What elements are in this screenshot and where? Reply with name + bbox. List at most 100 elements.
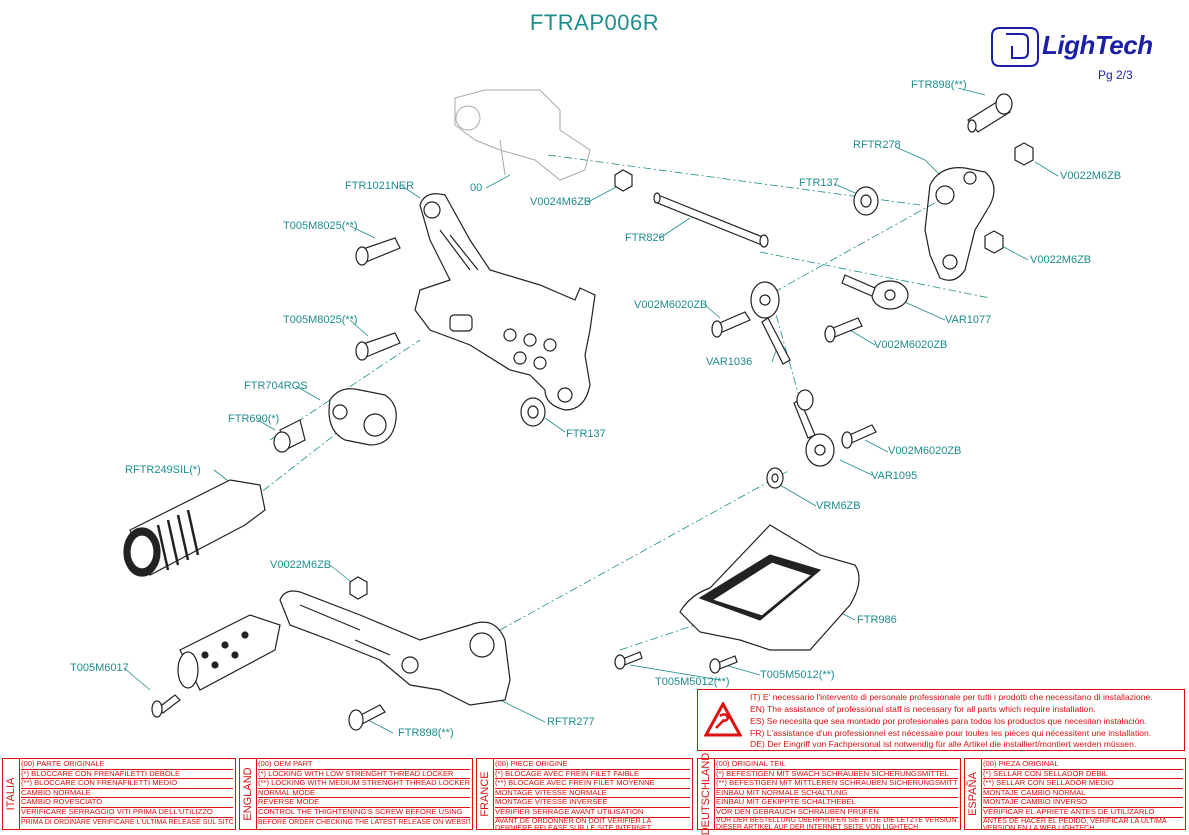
legend-line: VERIFICAR EL APRIETE ANTES DE UTILIZARLO xyxy=(983,807,1183,818)
legend-england: ENGLAND (00) OEM PART (*) LOCKING WITH L… xyxy=(239,758,473,830)
label-ftr690: FTR690(*) xyxy=(228,413,280,425)
warning-en: EN) The assistance of professional staff… xyxy=(750,704,1096,714)
right-bracket xyxy=(924,167,995,281)
legend-line: VERIFIER SERRAGE AVANT UTILISATION xyxy=(495,807,690,818)
label-v0022m6zb-top: V0022M6ZB xyxy=(1060,170,1122,182)
leader-line xyxy=(779,484,817,507)
legend-line: EINBAU MIT GEKIPPTE SCHALTHEBEL xyxy=(716,797,958,808)
label-v002m6020zb-a: V002M6020ZB xyxy=(634,299,708,311)
axis-line xyxy=(269,339,421,441)
legend-line: (**) LOCKING WITH MEDIUM STRENGHT THREAD… xyxy=(258,778,470,789)
legend-line: (00) PIEZA ORIGINAL xyxy=(983,759,1183,770)
axis-line xyxy=(759,251,991,299)
shaft xyxy=(653,192,769,248)
leader-line xyxy=(367,719,394,734)
legend-italia: ITALIA (00) PARTE ORIGINALE (*) BLOCCARE… xyxy=(2,758,236,830)
label-ftr826: FTR826 xyxy=(625,232,665,244)
legend-line: CAMBIO NORMALE xyxy=(21,788,233,799)
label-v0022m6zb-mid: V0022M6ZB xyxy=(1030,254,1092,266)
leader-line xyxy=(849,329,876,346)
toe-peg xyxy=(177,614,281,691)
axis-line xyxy=(771,299,801,401)
legend-line: (**) BEFESTIGEN MIT MITTLEREN SCHRAUBEN … xyxy=(716,778,958,789)
legend-line: PRIMA DI ORDINARE VERIFICARE L'ULTIMA RE… xyxy=(21,819,233,826)
label-v0024m6zb: V0024M6ZB xyxy=(530,196,592,208)
warning-fr: FR) L'assistance d'un professionnel est … xyxy=(750,728,1152,738)
legend-line: (*) BEFESTIGEN MIT SWACH SCHRAUBEN SICHE… xyxy=(716,769,958,780)
leader-line xyxy=(544,417,566,433)
legend-line: (00) PIECE ORIGINE xyxy=(495,759,690,770)
label-ftr1021ner: FTR1021NER xyxy=(345,180,415,192)
leader-line xyxy=(897,147,941,176)
brand-name: LighTech xyxy=(1042,30,1153,60)
label-ftr986: FTR986 xyxy=(857,614,897,626)
label-v0022m6zb-bot: V0022M6ZB xyxy=(270,559,332,571)
legend-line: (00) ORIGINAL TEIL xyxy=(716,759,958,770)
label-rftr277: RFTR277 xyxy=(547,716,595,728)
warning-icon xyxy=(704,702,742,737)
leader-line xyxy=(123,667,151,691)
footpeg xyxy=(123,479,266,577)
label-ftr898-top: FTR898(**) xyxy=(911,79,967,91)
legend-espana: ESPAÑA (00) PIEZA ORIGINAL (*) SELLAR CO… xyxy=(964,758,1186,831)
leader-line xyxy=(957,87,986,96)
bushing xyxy=(273,419,306,453)
legend-line: (**) BLOCAGE AVEC FREIN FILET MOYENNE xyxy=(495,778,690,789)
leader-line xyxy=(839,459,873,476)
warning-it: IT) E' necessario l'intervento di person… xyxy=(750,692,1153,702)
legend-line: (00) OEM PART xyxy=(258,759,470,770)
legend-line: REVERSE MODE xyxy=(258,797,470,808)
label-ftr137-right: FTR137 xyxy=(799,177,839,189)
leader-line xyxy=(349,225,376,239)
legend-line: BEFORE ORDER CHECKING THE LATEST RELEASE… xyxy=(258,819,470,826)
leader-line xyxy=(349,319,369,337)
warning-de: DE) Der Eingriff von Fachpersonal ist no… xyxy=(750,739,1137,749)
legend-line: VOR DER BESTELLUNG ÜBERPRÜFEN SIE BITTE … xyxy=(716,816,957,831)
shift-lever xyxy=(279,590,511,706)
legend-line: VERIFICARE SERRAGGIO VITI PRIMA DELL'UTI… xyxy=(21,807,233,818)
label-rftr249sil: RFTR249SIL(*) xyxy=(125,464,201,476)
legend-line: (**) BLOCCARE CON FRENAFILETTI MEDIO xyxy=(21,778,233,789)
label-rftr278: RFTR278 xyxy=(853,139,901,151)
legend-line: (*) BLOCCARE CON FRENAFILETTI DEBOLE xyxy=(21,769,233,780)
legend-line: CONTROL THE THIGHTENING'S SCREW BEFORE U… xyxy=(258,807,470,818)
label-ftr898-bot: FTR898(**) xyxy=(398,727,454,739)
brand-logo-icon xyxy=(991,27,1039,67)
label-v002m6020zb-b: V002M6020ZB xyxy=(874,339,948,351)
leader-line xyxy=(499,699,546,723)
label-t005m5012-a: T005M5012(**) xyxy=(655,676,730,688)
nuts-washers xyxy=(349,142,1034,600)
legend-line: VOR DEN GEBRAUCH SCHRAUBEN PRUFEN xyxy=(716,807,958,818)
legend-line: EINBAU MIT NORMALE SCHALTUNG xyxy=(716,788,958,799)
legend-line: NORMAL MODE xyxy=(258,788,470,799)
label-t005m6017: T005M6017 xyxy=(70,662,129,674)
legend-lang: FRANCE xyxy=(479,771,491,817)
label-t005m5012-b: T005M5012(**) xyxy=(760,669,835,681)
leader-line xyxy=(724,664,761,676)
leader-line xyxy=(401,185,421,199)
legend-deutschland: DEUTSCHLAND (00) ORIGINAL TEIL (*) BEFES… xyxy=(697,753,961,835)
label-t005m8025-b: T005M8025(**) xyxy=(283,314,358,326)
oem-part-ghost xyxy=(454,89,591,181)
legend-line: ANTES DE HACER EL PEDIDO, VERIFICAR LA U… xyxy=(983,816,1167,831)
installation-warning: IT) E' necessario l'intervento di person… xyxy=(697,689,1185,751)
leader-line xyxy=(899,299,946,321)
legend-lang: ESPAÑA xyxy=(967,772,979,816)
leader-line xyxy=(864,439,889,453)
legend-france: FRANCE (00) PIECE ORIGINE (*) BLOCAGE AV… xyxy=(476,758,693,831)
leader-line xyxy=(629,664,721,681)
label-v002m6020zb-c: V002M6020ZB xyxy=(888,445,962,457)
label-var1095: VAR1095 xyxy=(871,470,918,482)
legend-line: (*) LOCKING WITH LOW STRENGHT THREAD LOC… xyxy=(258,769,470,780)
legend-lang: ENGLAND xyxy=(242,767,254,821)
legend-line: MONTAJE CAMBIO NORMAL xyxy=(983,788,1183,799)
leader-line xyxy=(295,385,321,401)
heel-guard xyxy=(679,524,860,651)
legend-line: (**) SELLAR CON SELLADOR MEDIO xyxy=(983,778,1183,789)
legend-line: MONTAGE VITESSE NORMALE xyxy=(495,788,690,799)
warning-es: ES) Se necesita que sea montado por prof… xyxy=(750,716,1147,726)
legend-line: MONTAJE CAMBIO INVERSO xyxy=(983,797,1183,808)
page-number: Pg 2/3 xyxy=(1098,68,1133,82)
